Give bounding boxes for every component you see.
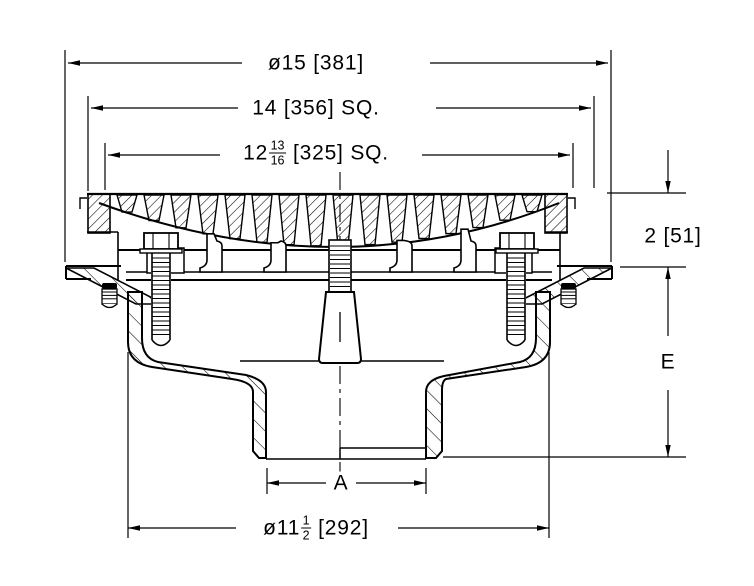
grate-right-end-block	[544, 193, 568, 234]
left-bolt-head	[143, 232, 179, 250]
frame-square-dimension: 14 [356] SQ.	[247, 96, 385, 120]
dimension-lines	[64, 50, 686, 538]
right-bolt-washer	[495, 248, 539, 254]
outlet-size-dimension: A	[328, 471, 354, 495]
center-stud	[317, 239, 363, 364]
dimension-arrowheads	[68, 60, 671, 531]
collar-depth-dimension: 2 [51]	[639, 224, 707, 248]
left-flange-screw	[101, 283, 118, 309]
grate-feet	[199, 228, 477, 273]
drain-body-walls	[127, 291, 551, 459]
left-wall-section	[127, 291, 267, 459]
left-bolt-washer	[139, 248, 183, 254]
grate-left-lip	[79, 197, 87, 209]
left-clamp-bolt	[139, 232, 183, 347]
far-side-edges	[240, 360, 444, 460]
right-clamp-bolt	[495, 232, 539, 347]
right-bolt-head	[499, 232, 535, 250]
right-wall-section	[425, 291, 551, 459]
grate-right-lip	[568, 197, 576, 209]
right-flange-screw	[560, 283, 577, 309]
body-depth-dimension: E	[655, 350, 681, 374]
grate	[79, 192, 576, 273]
overall-diameter-dimension: ø15 [381]	[263, 51, 369, 75]
grate-left-end-block	[87, 193, 111, 234]
grate-teeth	[116, 194, 543, 247]
